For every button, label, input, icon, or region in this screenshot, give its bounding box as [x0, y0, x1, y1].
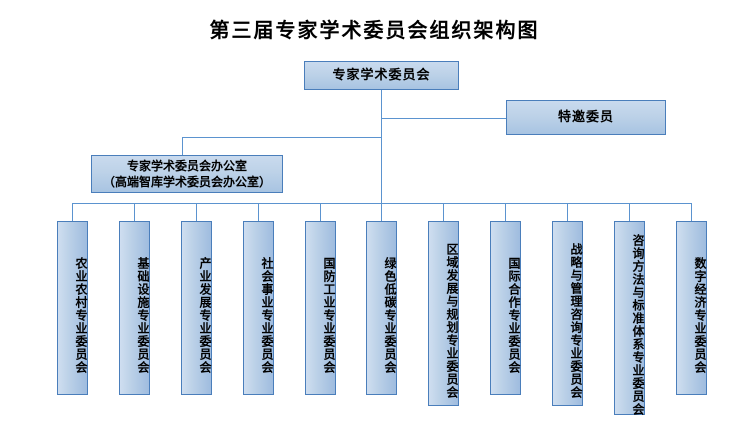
node-label: 特邀委员 [557, 109, 614, 125]
node-label: 区域发展与规划专业委员会 [445, 242, 459, 399]
connector-committee-stub-11 [691, 203, 692, 221]
node-label: 社会事业专业委员会 [260, 256, 274, 374]
node-committee-office[interactable]: 专家学术委员会办公室 （高端智库学术委员会办公室） [91, 155, 283, 193]
node-label-line1: 专家学术委员会办公室 [126, 158, 247, 173]
node-invited-members[interactable]: 特邀委员 [506, 100, 666, 135]
node-committee-7[interactable]: 区域发展与规划专业委员会 [428, 221, 459, 406]
connector-root-trunk [381, 90, 382, 203]
connector-committee-stub-4 [258, 203, 259, 221]
node-committee-2[interactable]: 基础设施专业委员会 [119, 221, 150, 395]
node-label: 产业发展专业委员会 [198, 256, 212, 374]
connector-office-stub [182, 137, 183, 155]
connector-committee-stub-10 [629, 203, 630, 221]
node-committee-5[interactable]: 国防工业专业委员会 [305, 221, 336, 395]
connector-committee-stub-8 [505, 203, 506, 221]
node-label-line2: （高端智库学术委员会办公室） [102, 175, 271, 189]
connector-root-to-office [182, 137, 382, 138]
node-committee-4[interactable]: 社会事业专业委员会 [243, 221, 274, 395]
connector-root-to-invited [381, 118, 506, 119]
node-label: 绿色低碳专业委员会 [383, 256, 397, 374]
connector-committee-bus [72, 203, 692, 204]
node-expert-academic-committee[interactable]: 专家学术委员会 [304, 61, 459, 90]
connector-committee-stub-7 [443, 203, 444, 221]
node-committee-10[interactable]: 咨询方法与标准体系专业委员会 [614, 221, 645, 416]
node-label: 基础设施专业委员会 [136, 256, 150, 374]
page-title: 第三届专家学术委员会组织架构图 [209, 18, 540, 42]
connector-committee-stub-5 [320, 203, 321, 221]
node-label: 战略与管理咨询专业委员会 [569, 242, 583, 399]
node-committee-6[interactable]: 绿色低碳专业委员会 [366, 221, 397, 395]
node-committee-1[interactable]: 农业农村专业委员会 [57, 221, 88, 395]
node-label: 农业农村专业委员会 [74, 256, 88, 374]
connector-committee-stub-2 [134, 203, 135, 221]
node-committee-3[interactable]: 产业发展专业委员会 [181, 221, 212, 395]
connector-committee-stub-1 [72, 203, 73, 221]
connector-committee-stub-9 [567, 203, 568, 221]
node-label: 数字经济专业委员会 [693, 256, 707, 374]
connector-committee-stub-6 [381, 203, 382, 221]
node-label: 专家学术委员会 [332, 67, 431, 83]
connector-committee-stub-3 [196, 203, 197, 221]
node-committee-8[interactable]: 国际合作专业委员会 [490, 221, 521, 395]
node-label: 咨询方法与标准体系专业委员会 [631, 234, 645, 416]
node-committee-11[interactable]: 数字经济专业委员会 [676, 221, 707, 395]
node-committee-9[interactable]: 战略与管理咨询专业委员会 [552, 221, 583, 406]
node-label: 国防工业专业委员会 [322, 256, 336, 374]
node-label: 国际合作专业委员会 [507, 256, 521, 374]
